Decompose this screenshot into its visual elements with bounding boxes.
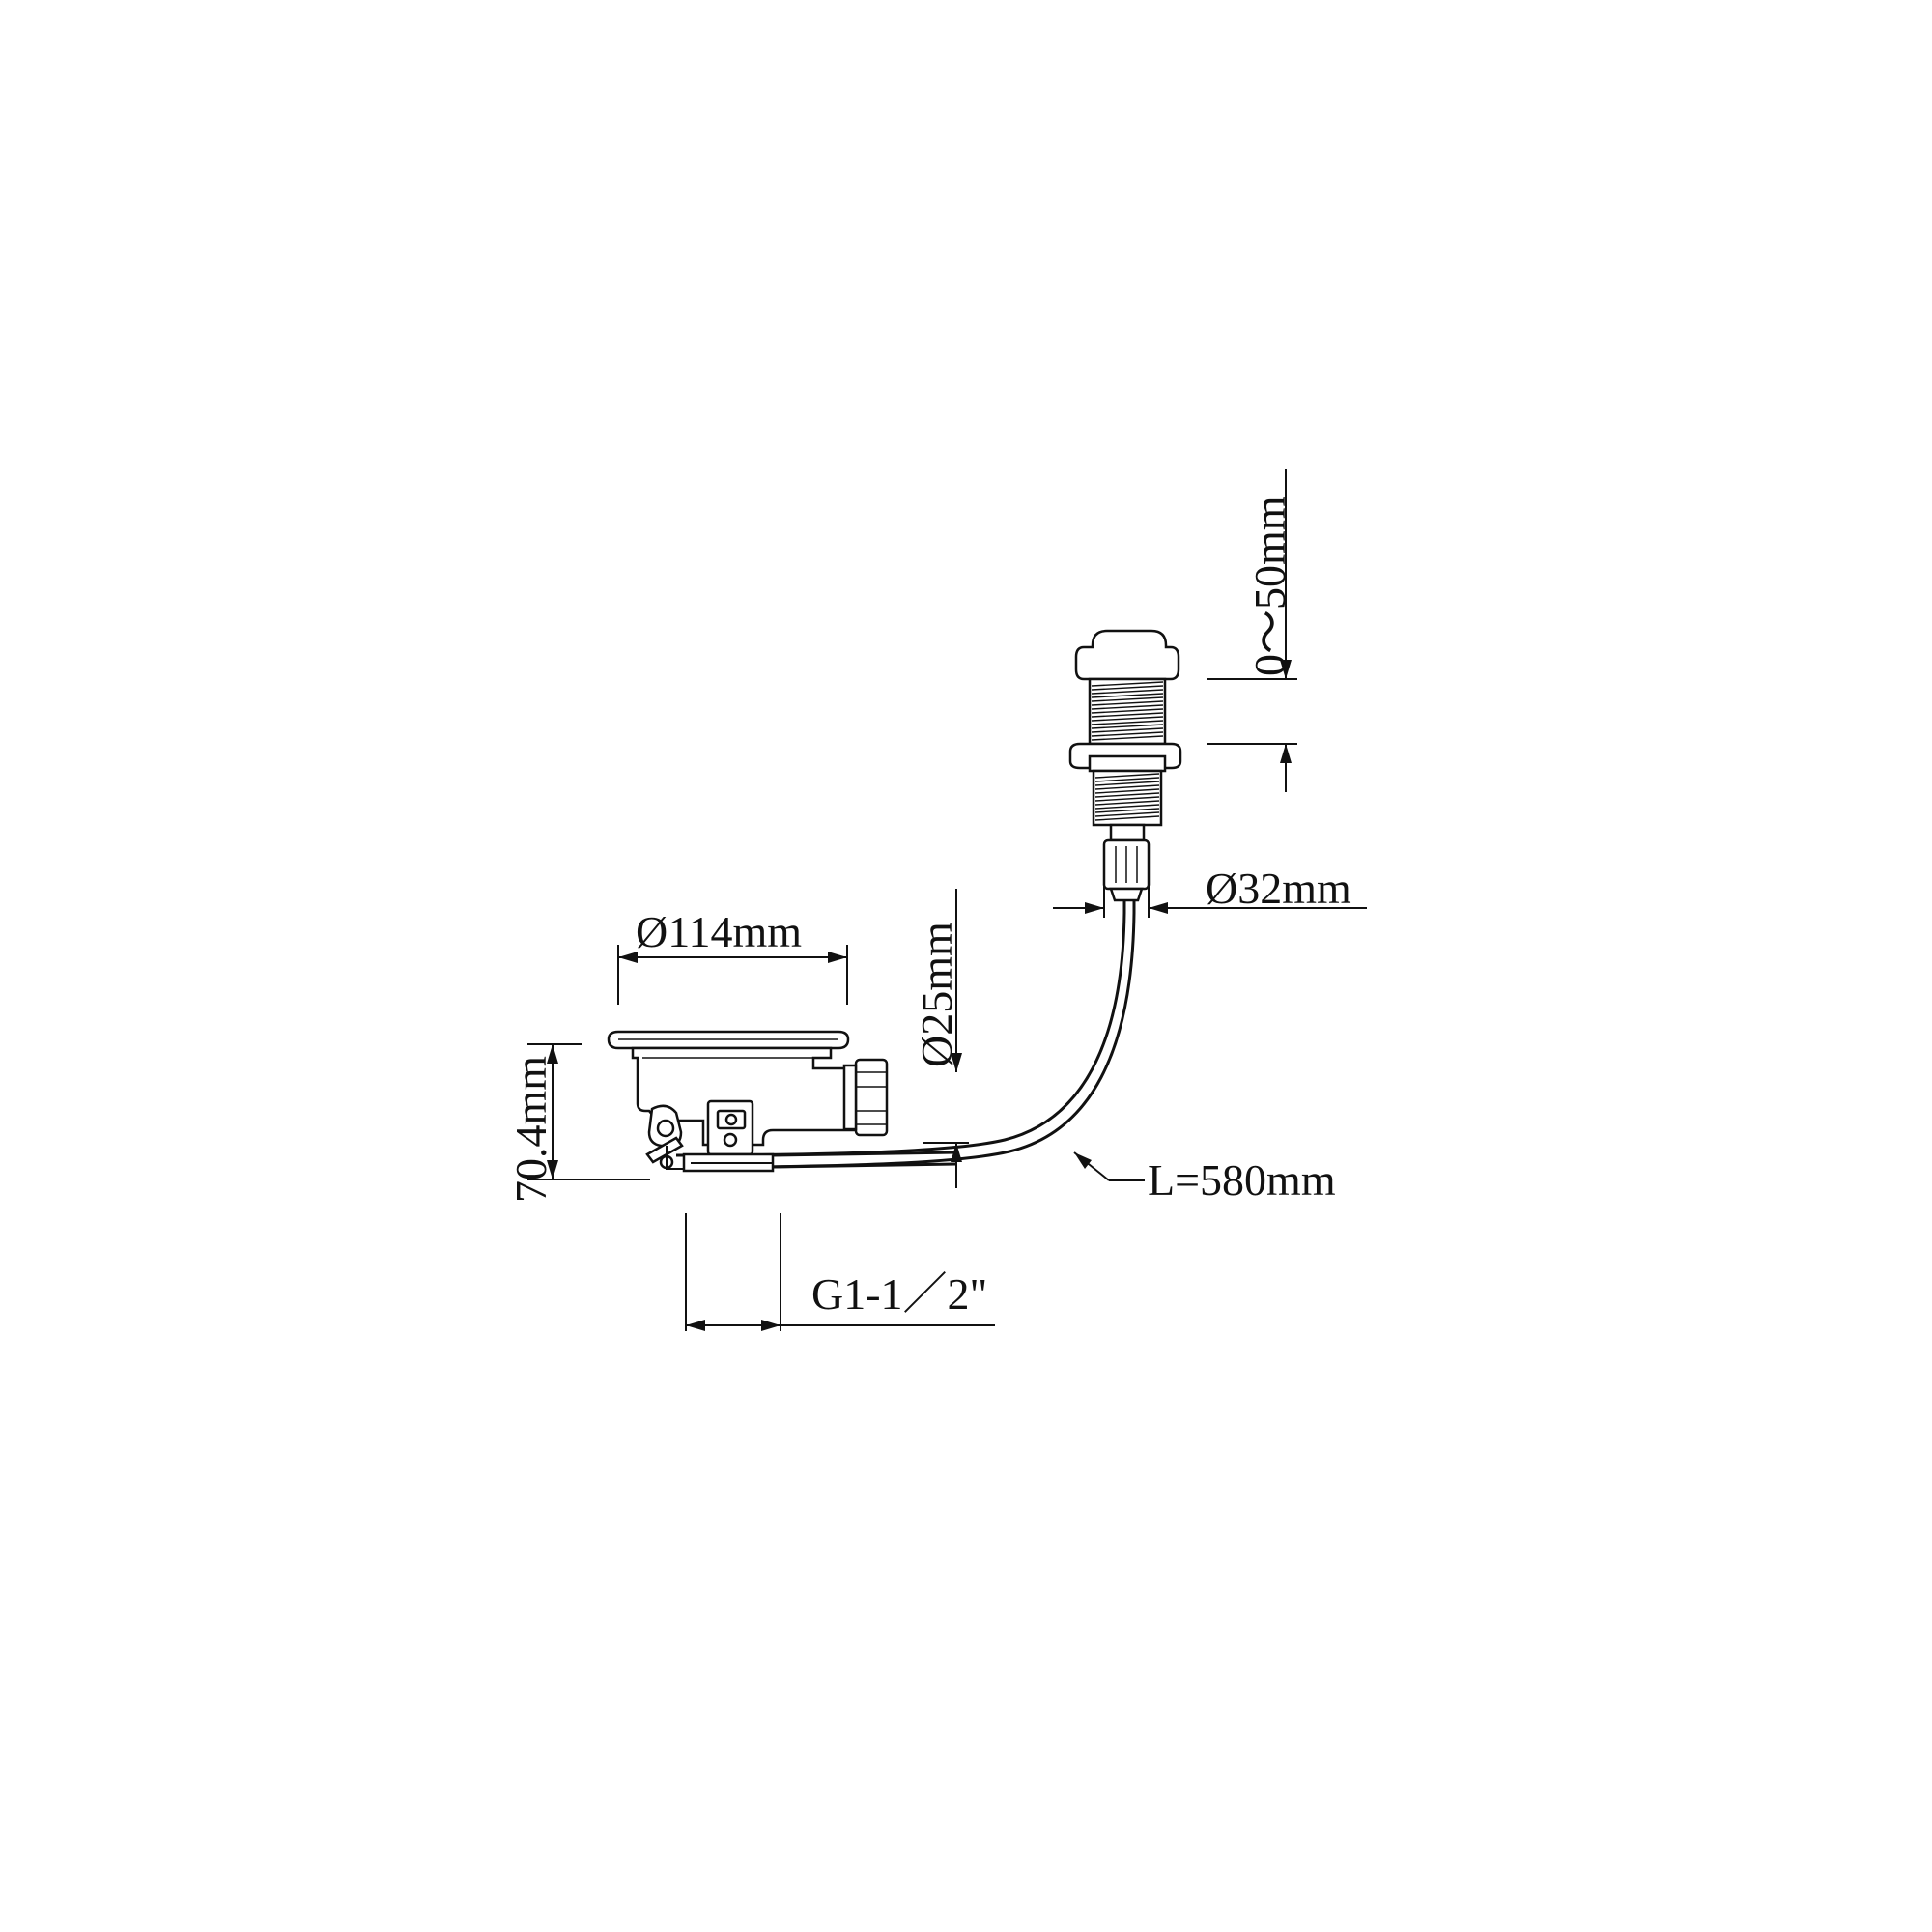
thread-line	[1094, 788, 1160, 794]
dimension-labels: 0～50mm Ø32mm Ø114mm Ø25mm 70.4mm L=580mm…	[506, 496, 1351, 1319]
push-button-cap	[1074, 629, 1180, 681]
label-outlet-diameter: Ø25mm	[912, 922, 961, 1067]
thread-line	[1094, 811, 1160, 817]
thread-line	[1091, 708, 1164, 714]
push-button-assembly	[1068, 629, 1182, 902]
dimension-lines	[527, 469, 1367, 1331]
thread-line	[1094, 808, 1160, 813]
thread-line	[1091, 700, 1164, 706]
thread-line	[1091, 735, 1164, 741]
label-stroke-range: 0～50mm	[1245, 496, 1294, 676]
thread-line	[1094, 777, 1160, 782]
thread-line	[1091, 712, 1164, 718]
thread-line	[1094, 773, 1160, 779]
thread-line	[1091, 689, 1164, 695]
label-cable-length: L=580mm	[1148, 1155, 1336, 1205]
thread-line	[1094, 781, 1160, 786]
upper-thread-hatching	[1091, 681, 1164, 741]
thread-line	[1091, 696, 1164, 702]
thread-line	[1091, 716, 1164, 722]
bowden-cable	[675, 900, 1136, 1169]
thread-line	[1094, 804, 1160, 810]
thread-line	[1091, 731, 1164, 737]
thread-line	[1091, 720, 1164, 725]
lower-thread-hatching	[1094, 773, 1160, 821]
thread-line	[1094, 800, 1160, 806]
thread-line	[1094, 792, 1160, 798]
strainer-basket-body	[607, 1030, 889, 1173]
label-thread-size: G1-1／2"	[811, 1269, 987, 1319]
label-button-diameter: Ø32mm	[1206, 864, 1351, 913]
thread-line	[1091, 727, 1164, 733]
button-neck	[1109, 823, 1146, 842]
thread-line	[1094, 796, 1160, 802]
thread-line	[1094, 784, 1160, 790]
thread-line	[1094, 815, 1160, 821]
label-strainer-diameter: Ø114mm	[636, 907, 802, 956]
thread-line	[1091, 681, 1164, 687]
thread-line	[1091, 685, 1164, 691]
thread-line	[1091, 724, 1164, 729]
label-body-height: 70.4mm	[506, 1056, 555, 1203]
flange-nut	[1088, 754, 1167, 773]
thread-line	[1091, 693, 1164, 698]
thread-line	[1091, 704, 1164, 710]
